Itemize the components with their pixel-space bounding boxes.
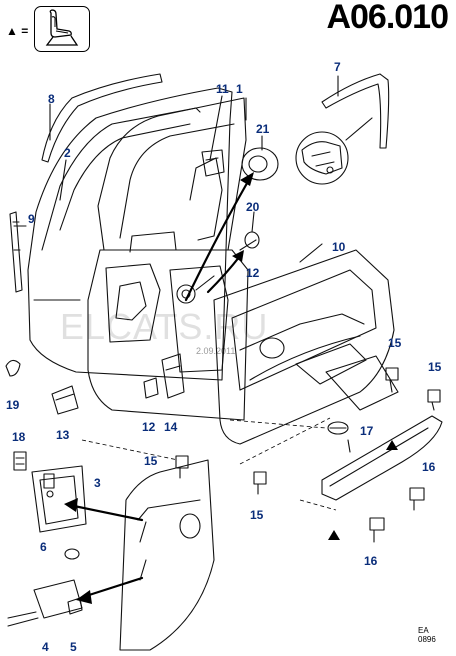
- screw-16a: [409, 487, 425, 511]
- triangle-mark-a: [386, 440, 398, 450]
- bolt-18: [13, 451, 27, 471]
- arrow-speaker: [184, 176, 252, 302]
- washer: [64, 548, 80, 560]
- lock-rod-clip: [51, 385, 79, 415]
- callout-15-c: 15: [144, 454, 158, 468]
- callout-20: 20: [246, 200, 260, 214]
- drawing-stamp: EA 0896: [418, 626, 436, 644]
- armrest-pull: [321, 415, 443, 501]
- arrow-cap: [206, 254, 242, 294]
- screw-15a: [385, 367, 399, 393]
- callout-16-a: 16: [422, 460, 436, 474]
- body-pillar: [119, 459, 215, 651]
- callout-8: 8: [48, 92, 55, 106]
- callout-11: 11: [216, 82, 229, 96]
- callout-9: 9: [28, 212, 35, 226]
- callout-15-b: 15: [428, 360, 442, 374]
- stamp-line-2: 0896: [418, 635, 436, 644]
- callout-10: 10: [332, 240, 346, 254]
- watermark-date: 2.09.2011: [196, 346, 236, 356]
- callout-12-upper: 12: [246, 266, 260, 280]
- screw-16b: [369, 517, 385, 543]
- drain-plug: [5, 359, 21, 377]
- latch-clip: [143, 377, 159, 399]
- channel-detail: [295, 131, 349, 185]
- callout-3: 3: [94, 476, 101, 490]
- legend-mark: ▲ =: [6, 24, 29, 38]
- callout-17: 17: [360, 424, 374, 438]
- screw-15d: [253, 471, 267, 495]
- callout-4: 4: [42, 640, 49, 654]
- triangle-mark-b: [328, 530, 340, 540]
- speaker: [241, 147, 279, 181]
- seat-icon: [34, 6, 90, 52]
- callout-13: 13: [56, 428, 70, 442]
- screw-15c: [175, 455, 189, 479]
- arrow-check: [84, 576, 144, 598]
- diagram-code: A06.010: [326, 0, 449, 36]
- callout-5: 5: [70, 640, 77, 654]
- door-hinge: [31, 465, 87, 533]
- rear-channel: [9, 211, 23, 293]
- callout-12-lower: 12: [142, 420, 156, 434]
- screw-15b: [427, 389, 441, 411]
- bolt-5: [67, 597, 83, 615]
- stamp-line-1: EA: [418, 626, 429, 635]
- callout-2: 2: [64, 146, 71, 160]
- callout-18: 18: [12, 430, 26, 444]
- regulator-bracket: [201, 149, 225, 177]
- callout-6: 6: [40, 540, 47, 554]
- latch-rod: [161, 353, 185, 399]
- callout-15-d: 15: [250, 508, 264, 522]
- callout-19: 19: [6, 398, 20, 412]
- trim-panel: [213, 249, 395, 445]
- callout-1: 1: [236, 82, 243, 96]
- callout-7: 7: [334, 60, 341, 74]
- callout-14: 14: [164, 420, 178, 434]
- trim-clip: [327, 421, 349, 435]
- door-shell: [27, 87, 233, 381]
- weatherstrip-outer: [41, 73, 163, 163]
- arrow-hinge: [72, 504, 144, 522]
- callout-16-b: 16: [364, 554, 378, 568]
- callout-15-a: 15: [388, 336, 402, 350]
- run-channel: [321, 73, 390, 149]
- callout-21: 21: [256, 122, 270, 136]
